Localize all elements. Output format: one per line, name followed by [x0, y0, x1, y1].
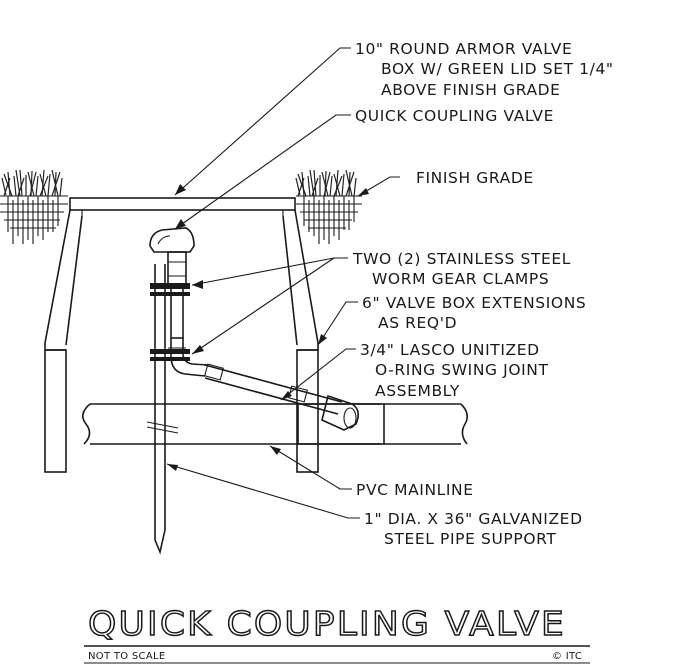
- quick-coupling-valve-body: [149, 227, 209, 377]
- valve-box-lid: [69, 197, 296, 211]
- callout-swing-joint-line-3: ASSEMBLY: [375, 382, 460, 400]
- callout-pipe-support-line-1: 1" DIA. X 36" GALVANIZED: [364, 510, 583, 528]
- worm-gear-clamps: [150, 283, 190, 361]
- valve-box-extension-right: [296, 349, 319, 473]
- pvc-mainline: [82, 403, 469, 445]
- callout-valve-box-line-2: BOX W/ GREEN LID SET 1/4": [381, 60, 614, 78]
- credit-note: © ITC: [552, 651, 582, 662]
- callout-clamps-line-2: WORM GEAR CLAMPS: [372, 270, 549, 288]
- grass-left: [0, 169, 68, 244]
- callout-extensions-line-2: AS REQ'D: [378, 314, 457, 332]
- callout-labels: 10" ROUND ARMOR VALVE BOX W/ GREEN LID S…: [352, 40, 614, 548]
- callout-pipe-support-line-2: STEEL PIPE SUPPORT: [384, 530, 556, 548]
- callout-extensions-line-1: 6" VALVE BOX EXTENSIONS: [362, 294, 586, 312]
- callout-clamps-line-1: TWO (2) STAINLESS STEEL: [352, 250, 571, 268]
- grass-right: [295, 169, 362, 244]
- callout-valve-box-line-1: 10" ROUND ARMOR VALVE: [355, 40, 572, 58]
- steel-pipe-support: [146, 264, 179, 555]
- callout-valve-box-line-3: ABOVE FINISH GRADE: [381, 81, 561, 99]
- callout-quick-coupling: QUICK COUPLING VALVE: [355, 107, 554, 125]
- valve-box-extension-left: [44, 349, 67, 473]
- valve-box-right-wall: [294, 209, 319, 350]
- valve-box: [44, 197, 319, 473]
- scale-note: NOT TO SCALE: [88, 651, 165, 662]
- title-block: QUICK COUPLING VALVE NOT TO SCALE © ITC: [84, 603, 590, 664]
- leader-lines: [166, 47, 400, 519]
- valve-box-left-wall: [44, 209, 71, 350]
- callout-finish-grade: FINISH GRADE: [416, 169, 534, 187]
- callout-mainline: PVC MAINLINE: [356, 481, 474, 499]
- detail-title: QUICK COUPLING VALVE: [88, 604, 566, 643]
- callout-swing-joint-line-2: O-RING SWING JOINT: [375, 361, 549, 379]
- swing-joint-assembly: [204, 363, 360, 431]
- callout-swing-joint-line-1: 3/4" LASCO UNITIZED: [360, 341, 540, 359]
